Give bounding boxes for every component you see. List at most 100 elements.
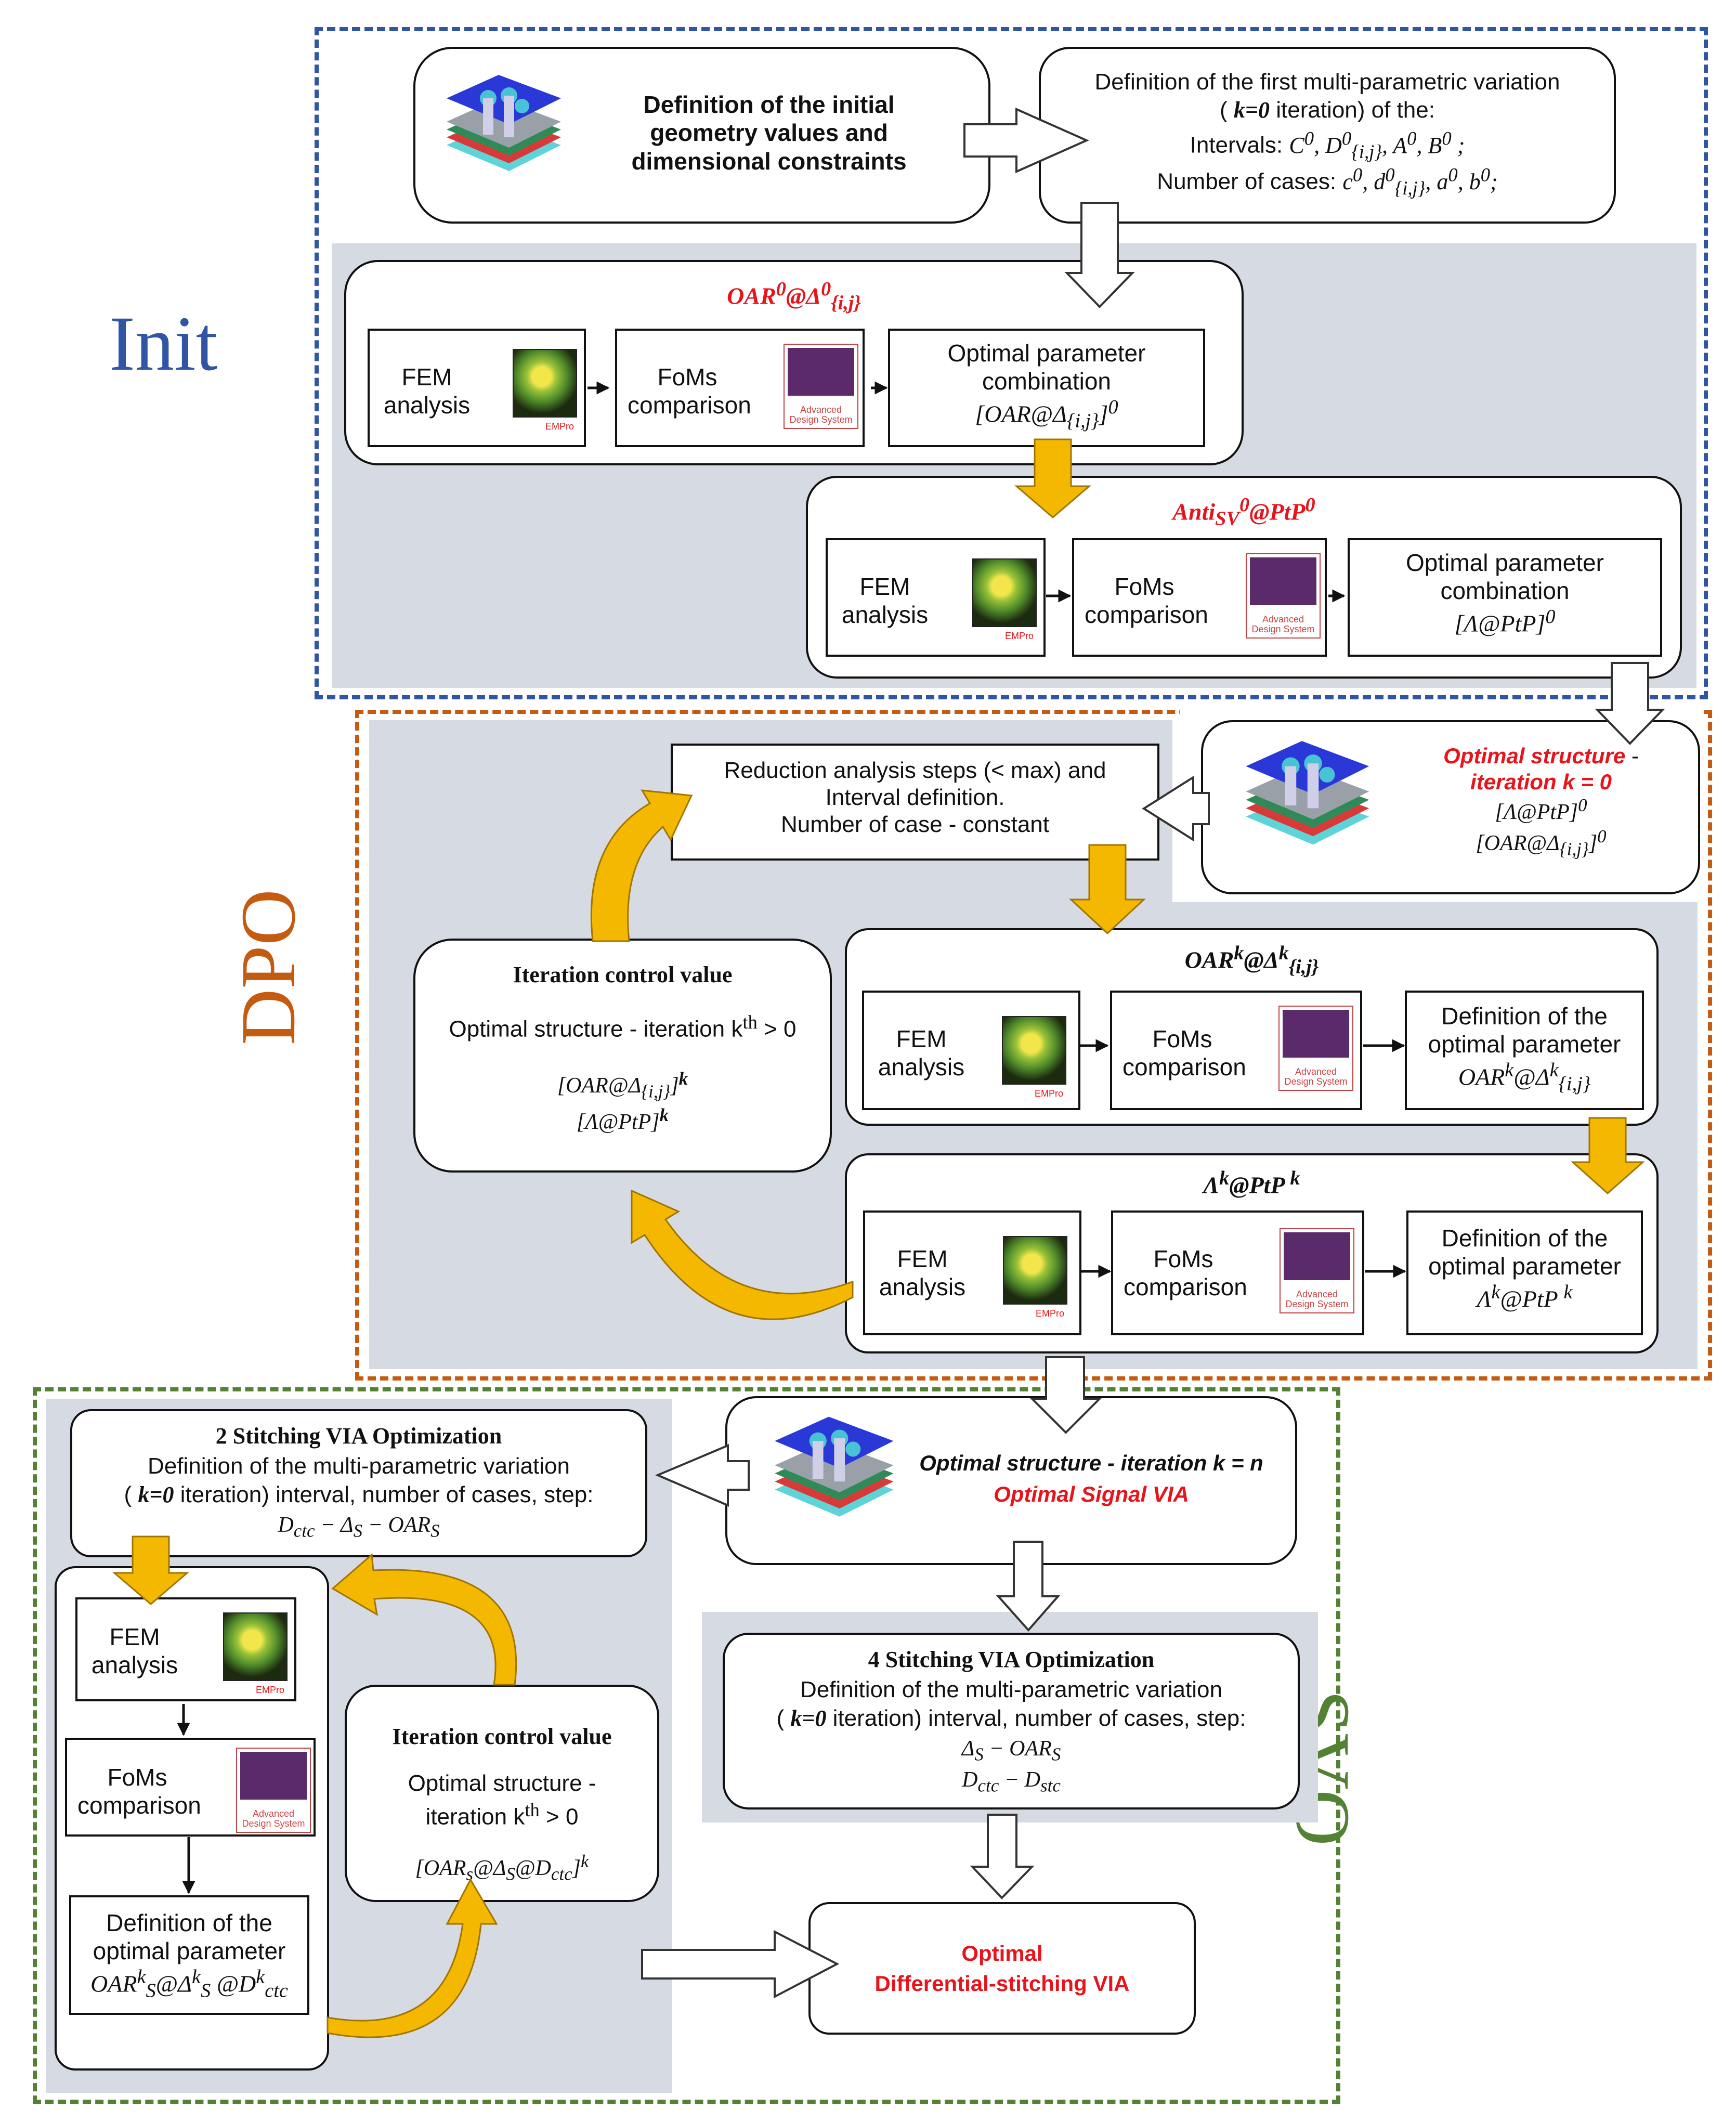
opt-param-line2: combination — [982, 368, 1112, 395]
opt-structure-dash: - — [1625, 744, 1639, 768]
oar0-title-main: OAR — [727, 282, 776, 309]
arrow-variation-to-oar — [1064, 202, 1135, 308]
opt-param-box-2: Optimal parameter combination [Λ@PtP]0 — [1348, 538, 1662, 657]
foms-line2: comparison — [628, 392, 751, 419]
arrow-loop-iteration-to-reduction — [590, 789, 693, 942]
final-line1: Optimal — [961, 1941, 1043, 1965]
arrow-initial-to-variation — [963, 107, 1089, 174]
svo-phase-frame — [33, 1387, 1340, 2104]
initial-geometry-text: Definition of the initial geometry value… — [631, 91, 907, 175]
stitch2-formula: Dctc − ΔS − OARS — [278, 1513, 440, 1541]
arrow-dpo-to-svo — [1029, 1356, 1102, 1434]
stitch4-formula-2: Dctc − Dstc — [962, 1768, 1061, 1796]
via-structure-3d-icon — [1246, 741, 1369, 845]
dpo-iteration-formula-1: [OAR@Δ{i,j}]k — [557, 1069, 688, 1102]
stitch2-box: 2 Stitching VIA Optimization Definition … — [70, 1409, 647, 1557]
opt-structure-label: Optimal structure — [1443, 744, 1626, 768]
empro-fem-icon: EMPro — [513, 349, 577, 432]
lambdak-title: Λk@PtP k — [1203, 1167, 1300, 1199]
svo-iteration-line1: Optimal structure - — [408, 1770, 596, 1796]
def-optimal-text-4: Definition of the optimal parameter Λk@P… — [1408, 1224, 1641, 1313]
opt-param-line1: Optimal parameter — [947, 340, 1146, 367]
arrow-init-to-dpo-structure — [1595, 662, 1665, 745]
first-variation-paren: ( — [1220, 97, 1234, 123]
intervals-line: Intervals: C0, D0{i,j}, A0, B0 ; — [1041, 127, 1614, 163]
def-optimal-box-3: Definition of the optimal parameter OARk… — [1405, 991, 1644, 1110]
def-optimal-formula-3: OARk@Δk{i,j} — [1458, 1059, 1591, 1095]
dpo-phase-frame — [355, 710, 1712, 1381]
opt-param-text-2: Optimal parameter combination [Λ@PtP]0 — [1350, 549, 1660, 637]
arrow-loop-lambdak-to-iteration — [631, 1189, 854, 1320]
empro-label: EMPro — [545, 421, 574, 432]
opt-param-box-1: Optimal parameter combination [OAR@Δ{i,j… — [888, 329, 1205, 447]
optimal-structure-kn-text: Optimal structure - iteration k = n — [919, 1451, 1263, 1475]
arrow-signal-via-to-stitch2 — [655, 1443, 750, 1507]
first-variation-line1: Definition of the first multi-parametric… — [1094, 69, 1560, 95]
reduction-line1: Reduction analysis steps (< max) and — [724, 758, 1106, 783]
anti-sv-title: AntiSV0@PtP0 — [1172, 494, 1315, 530]
arrow-loop-svo-def-to-iteration — [327, 1878, 498, 2038]
opt-structure-oar: [OAR@Δ{i,j}]0 — [1476, 826, 1607, 860]
stitch4-box: 4 Stitching VIA Optimization Definition … — [723, 1633, 1300, 1809]
def-optimal-text-3: Definition of the optimal parameter OARk… — [1407, 1002, 1642, 1096]
opt-param-formula-1: [OAR@Δ{i,j}]0 — [975, 396, 1118, 432]
oar0-title: OAR0@Δ0{i,j} — [727, 278, 861, 314]
reduction-line2: Interval definition. — [825, 784, 1005, 810]
first-variation-tail: iteration) of the: — [1270, 97, 1435, 123]
svo-iteration-control-box: Iteration control value Optimal structur… — [345, 1685, 659, 1902]
fem-line1: FEM — [401, 363, 452, 390]
oar0-title-rest: @Δ — [786, 282, 821, 309]
optimal-structure-k0-box: Optimal structure - iteration k = 0 [Λ@P… — [1201, 720, 1700, 894]
empro-fem-icon: EMPro — [972, 558, 1037, 641]
intervals-formula: C0, D0{i,j}, A0, B0 ; — [1289, 127, 1465, 162]
init-phase-frame — [315, 27, 1708, 699]
anti-sub: SV — [1215, 507, 1240, 530]
anti-title: Anti — [1172, 498, 1216, 525]
arrow-signal-via-to-stitch4 — [996, 1541, 1061, 1632]
stitch4-formula-1: ΔS − OARS — [961, 1737, 1061, 1765]
final-optimal-box: Optimal Differential-stitching VIA — [808, 1902, 1196, 2035]
opt-structure-lambda: [Λ@PtP]0 — [1495, 795, 1587, 825]
arrow-stitch2-to-fem — [112, 1535, 190, 1605]
dpo-iteration-text: Optimal structure - iteration kth > 0 — [449, 1011, 797, 1042]
dpo-iteration-main: Optimal structure - iteration k — [449, 1016, 743, 1042]
empro-fem-icon: EMPro — [1002, 1016, 1066, 1099]
reduction-text: Reduction analysis steps (< max) and Int… — [673, 757, 1157, 838]
first-variation-box: Definition of the first multi-parametric… — [1039, 47, 1616, 224]
arrow-stitch4-to-final — [970, 1814, 1035, 1899]
stitch2-k0: k=0 — [138, 1482, 174, 1507]
optimal-structure-k0-text: Optimal structure - iteration k = 0 [Λ@P… — [1401, 743, 1681, 860]
svo-iteration-title: Iteration control value — [392, 1724, 612, 1749]
stitch2-title: 2 Stitching VIA Optimization — [215, 1423, 502, 1449]
opt-param-formula-2: [Λ@PtP]0 — [1454, 605, 1556, 636]
via-structure-3d-icon — [447, 75, 561, 171]
first-variation-line2: ( k=0 iteration) of the: — [1041, 97, 1614, 124]
stitch4-line1: Definition of the multi-parametric varia… — [800, 1677, 1222, 1702]
empro-fem-icon: EMPro — [1003, 1236, 1067, 1319]
def-optimal-box-4: Definition of the optimal parameter Λk@P… — [1406, 1210, 1643, 1335]
anti-rest: @PtP — [1249, 498, 1306, 525]
svo-iteration-line2: iteration kth > 0 — [425, 1799, 579, 1830]
stitch4-line2: ( k=0 iteration) interval, number of cas… — [776, 1706, 1246, 1731]
stitch4-k0: k=0 — [790, 1706, 827, 1731]
first-variation-k0: k=0 — [1233, 97, 1270, 123]
